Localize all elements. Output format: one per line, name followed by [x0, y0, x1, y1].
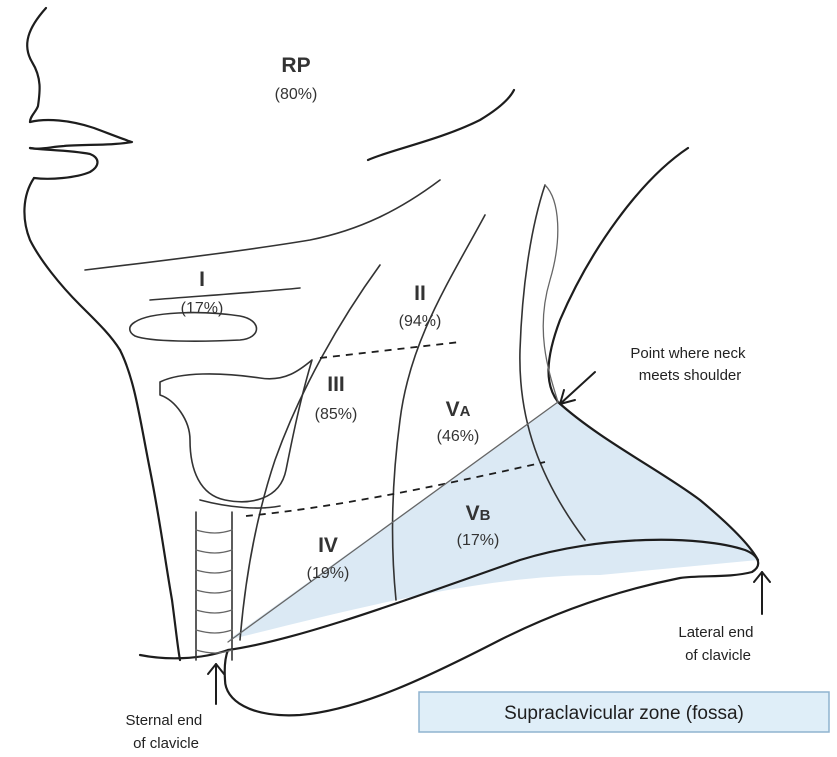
level-i-name: I — [199, 268, 205, 291]
lateral-end-arrow — [754, 572, 770, 614]
sternal-end-line-1: Sternal end — [126, 712, 203, 729]
mandible-angle-line — [85, 180, 440, 270]
level-va-name: VA — [446, 398, 471, 421]
level-vb-sub: B — [480, 507, 491, 524]
level-rp-name: RP — [281, 54, 310, 77]
posterior-boundary-line — [543, 185, 558, 402]
lateral-end-line-1: Lateral end — [678, 624, 753, 641]
level-ii-name: II — [414, 282, 426, 305]
front-neck-outline — [120, 350, 180, 660]
face-profile-outline — [27, 8, 46, 122]
lateral-end-line-2: of clavicle — [685, 647, 751, 664]
level-vb-letter: V — [466, 502, 480, 525]
lateral-end-label: Lateral end of clavicle — [678, 624, 757, 664]
level-vb-percent: (17%) — [457, 532, 500, 549]
neck-shoulder-label: Point where neck meets shoulder — [630, 345, 749, 384]
level-iv-percent: (19%) — [307, 565, 350, 582]
level-iii-name: III — [327, 373, 345, 396]
zone-label-text: Supraclavicular zone (fossa) — [504, 703, 744, 724]
sternal-end-arrow — [208, 664, 224, 704]
lower-lip-outline — [30, 148, 98, 179]
level-ii-percent: (94%) — [399, 313, 442, 330]
trachea — [196, 512, 232, 660]
sternal-end-line-2: of clavicle — [133, 735, 199, 752]
supraclavicular-zone-label: Supraclavicular zone (fossa) — [419, 692, 829, 732]
chin-outline — [24, 178, 120, 350]
level-i-percent: (17%) — [181, 300, 224, 317]
neck-shoulder-line-1: Point where neck — [630, 345, 746, 362]
level-va-percent: (46%) — [437, 428, 480, 445]
submandibular-divider — [150, 288, 300, 300]
level-iv-name: IV — [318, 534, 338, 557]
neck-shoulder-line-2: meets shoulder — [639, 367, 742, 384]
supraclavicular-zone-shading — [228, 402, 758, 640]
level-ii-iii-divider — [320, 342, 460, 358]
neck-shoulder-arrow — [560, 372, 595, 404]
thyroid-cartilage-outline — [160, 360, 312, 502]
level-va-letter: V — [446, 398, 460, 421]
level-va-sub: A — [460, 403, 471, 420]
level-rp-percent: (80%) — [275, 86, 318, 103]
sternal-end-label: Sternal end of clavicle — [126, 712, 207, 752]
upper-lip-outline — [30, 120, 132, 149]
sternal-notch-line — [140, 650, 228, 658]
jaw-line — [368, 90, 514, 160]
level-iii-percent: (85%) — [315, 406, 358, 423]
